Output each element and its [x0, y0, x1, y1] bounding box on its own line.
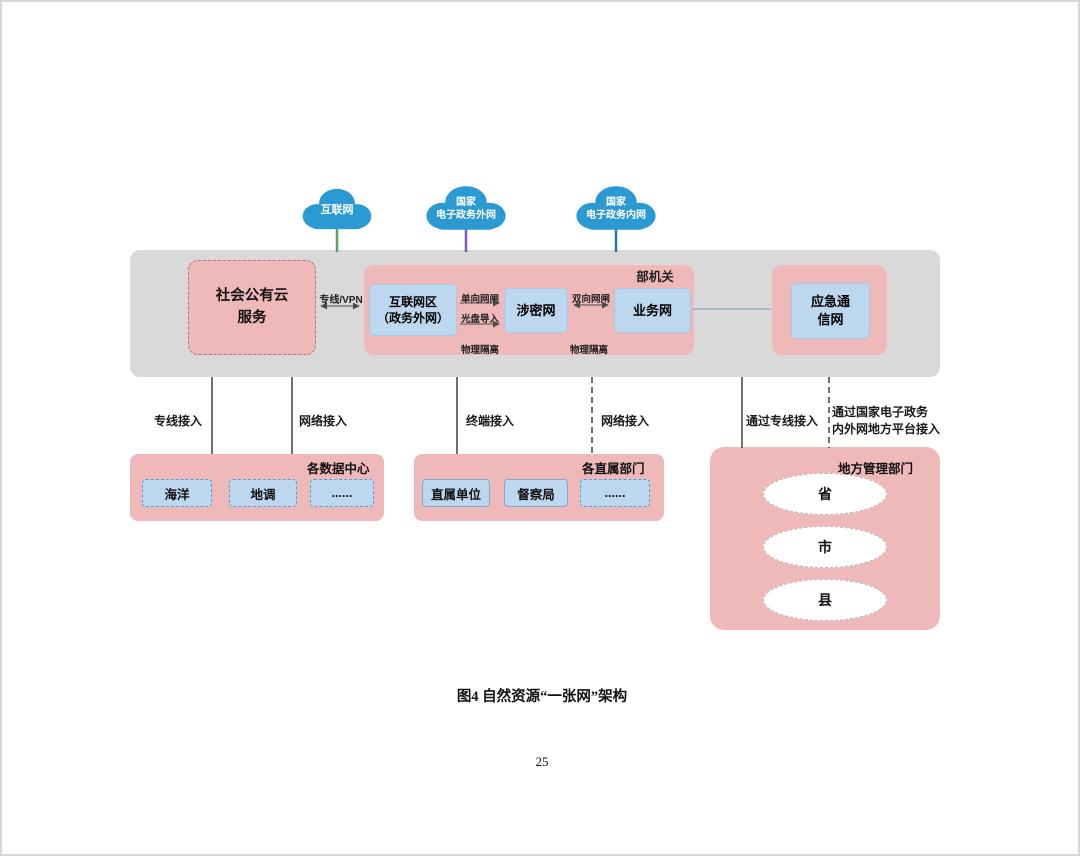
cloud-egov-extranet-label: 国家 电子政务外网: [436, 197, 496, 221]
access-label-platform: 通过国家电子政务 内外网地方平台接入: [832, 405, 941, 436]
vpn-link-label: 专线/VPN: [319, 295, 363, 306]
cloud-egov-intranet-label: 国家 电子政务内网: [586, 197, 646, 221]
data-centers-title: 各数据中心: [307, 462, 370, 476]
access-label-network-2: 网络接入: [601, 414, 650, 428]
departments-title: 各直属部门: [582, 462, 645, 476]
access-label-dedicated-local: 通过专线接入: [746, 414, 819, 428]
local-admin-city: 市: [763, 526, 887, 568]
page-number: 25: [535, 754, 549, 769]
cloud-icon: [302, 188, 372, 230]
department-item-direct-units: 直属单位: [422, 479, 490, 507]
ministry-label: 部机关: [636, 270, 674, 284]
cd-import-label: 光盘导入: [460, 314, 499, 325]
department-item-inspection: 督察局: [504, 479, 568, 507]
cloud-egov-intranet: 国家 电子政务内网: [571, 181, 661, 235]
internet-zone-box: 互联网区 （政务外网）: [369, 284, 457, 336]
data-center-item-geo: 地调: [229, 479, 297, 507]
access-label-network-1: 网络接入: [299, 414, 348, 428]
cloud-internet-label: 互联网: [320, 203, 354, 216]
physical-isolation-label-1: 物理隔离: [460, 345, 499, 356]
local-admin-county: 县: [763, 579, 887, 621]
local-admin-title: 地方管理部门: [838, 462, 914, 476]
data-center-item-more: ......: [310, 479, 374, 507]
data-center-item-ocean: 海洋: [142, 479, 212, 507]
physical-isolation-label-2: 物理隔离: [569, 345, 608, 356]
cloud-icon: [426, 186, 506, 230]
cloud-egov-extranet: 国家 电子政务外网: [421, 181, 511, 235]
business-network-box: 业务网: [614, 288, 691, 333]
figure-caption: 图4 自然资源“一张网”架构: [456, 689, 628, 705]
public-cloud-service-box: 社会公有云 服务: [188, 260, 316, 355]
classified-network-box: 涉密网: [504, 288, 568, 333]
emergency-network-box: 应急通 信网: [791, 283, 870, 339]
local-admin-province: 省: [763, 473, 887, 515]
cloud-icon: [576, 186, 656, 230]
one-way-gate-label: 单向网闸: [460, 294, 499, 305]
access-label-dedicated: 专线接入: [154, 414, 203, 428]
department-item-more: ......: [580, 479, 650, 507]
cloud-internet: 互联网: [298, 184, 376, 234]
two-way-gate-label: 双向网闸: [571, 294, 610, 305]
access-label-terminal: 终端接入: [466, 414, 515, 428]
